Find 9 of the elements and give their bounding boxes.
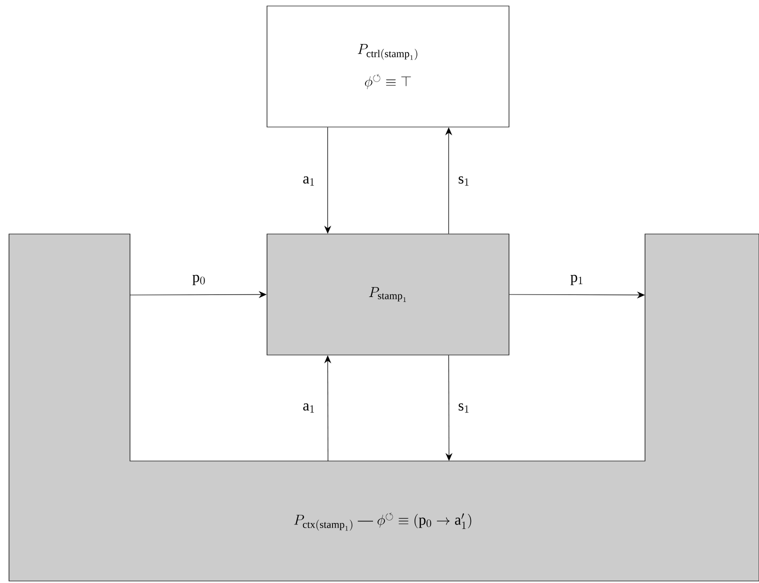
edge-label: $\mathrm{a}_1$ bbox=[303, 403, 314, 413]
controller-box: $P_{\mathrm{ctrl}(\mathrm{stamp}_1)}$ $\phi^{\circlearrowleft} \equiv \top$ bbox=[266, 6, 510, 128]
edge-label: $\mathrm{s}_1$ bbox=[458, 403, 469, 413]
edge-label: $\mathrm{p}_1$ bbox=[570, 274, 582, 286]
edge-label: $\mathrm{p}_0$ bbox=[192, 274, 205, 286]
process-box: $P_{\mathrm{stamp}_1}$ bbox=[266, 234, 510, 356]
edge-label: $\mathrm{a}_1$ bbox=[303, 176, 314, 186]
arrow bbox=[509, 291, 645, 298]
edge-label: $\mathrm{s}_1$ bbox=[458, 176, 469, 186]
